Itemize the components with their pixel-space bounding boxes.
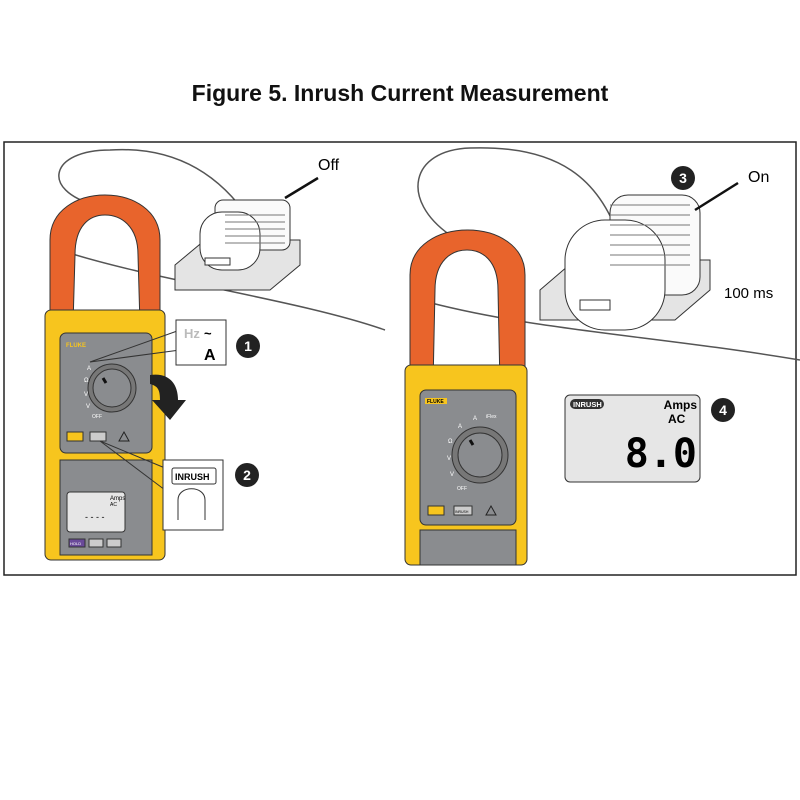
wire	[419, 299, 800, 361]
dial-label: V	[450, 472, 454, 478]
lcd-unit: Amps	[664, 398, 698, 412]
dial-label: V	[447, 456, 451, 462]
lcd-value: - - - -	[85, 512, 105, 522]
hold-label: HOLD	[70, 541, 81, 546]
callout-line	[99, 440, 166, 469]
lcd-mode: AC	[110, 502, 117, 508]
step-number: 1	[244, 338, 252, 354]
dial-label: OFF	[92, 414, 102, 420]
lcd-unit: Amps	[110, 496, 125, 502]
clamp-meter-right: FLUKE A A iFlex Ω V V OFF INRUSH	[404, 229, 528, 566]
callout-inrush-label: INRUSH	[175, 472, 210, 482]
dial-label: A	[458, 424, 462, 430]
left-panel: Off FLUKE A Ω V V OFF Amps AC - - - - HO…	[44, 148, 386, 561]
inrush-button[interactable]	[89, 431, 107, 442]
yellow-button[interactable]	[427, 505, 445, 516]
dial-label: A	[473, 416, 477, 422]
callout-amps: A	[204, 347, 216, 364]
wire-loop	[58, 148, 251, 221]
tilde-icon: ~	[204, 326, 212, 341]
step-badge-3	[671, 166, 695, 190]
inrush-badge-text: INRUSH	[573, 400, 602, 409]
arrow-icon	[694, 181, 739, 212]
right-panel: On 100 ms FLUKE A A iFlex Ω V V OFF INRU…	[404, 147, 800, 566]
inrush-button[interactable]	[453, 505, 473, 516]
hold-button[interactable]	[68, 538, 86, 548]
dial-label: V	[84, 392, 88, 398]
dial-callout	[175, 319, 227, 366]
dial-label: A	[87, 366, 91, 372]
dial-label: V	[86, 404, 90, 410]
lcd-value: 8.0	[625, 431, 697, 477]
figure-title: Figure 5. Inrush Current Measurement	[191, 80, 609, 106]
lcd-mode: AC	[668, 412, 686, 426]
step-number: 2	[243, 467, 251, 483]
brand-logo: FLUKE	[427, 399, 444, 405]
step-number: 4	[719, 402, 727, 418]
warning-icon	[118, 430, 130, 442]
callout-line	[99, 440, 166, 491]
motor-off: Off	[174, 157, 340, 291]
motor-state-off: Off	[318, 157, 340, 174]
meter-button[interactable]	[106, 538, 122, 548]
callout-line	[89, 349, 181, 363]
inrush-badge	[570, 399, 604, 409]
warning-icon	[485, 504, 497, 516]
lcd-display-right: INRUSH Amps AC 8.0	[564, 394, 701, 483]
wire-loop	[417, 147, 621, 241]
dial-label: Ω	[84, 378, 89, 384]
dial-label: iFlex	[486, 414, 497, 420]
figure-frame	[3, 141, 797, 576]
callout-hz: Hz	[184, 326, 200, 341]
dial-pointer	[468, 439, 475, 446]
duration-label: 100 ms	[724, 285, 773, 302]
motor-state-on: On	[748, 169, 769, 186]
rotate-arrow-icon	[150, 374, 186, 420]
finger-icon	[177, 488, 206, 520]
step-badge-4	[711, 398, 735, 422]
dial-pointer	[101, 377, 108, 384]
step-badge-1	[236, 334, 260, 358]
dial-label: OFF	[457, 486, 467, 492]
step-number: 3	[679, 170, 687, 186]
brand-logo: FLUKE	[66, 343, 86, 349]
motor-on: On 100 ms	[539, 169, 773, 331]
lcd-display	[66, 491, 126, 533]
callout-line	[89, 329, 181, 363]
clamp-meter-left: FLUKE A Ω V V OFF Amps AC - - - - HOLD	[44, 194, 166, 561]
dial-label: Ω	[448, 439, 453, 445]
meter-button[interactable]	[88, 538, 104, 548]
yellow-button[interactable]	[66, 431, 84, 442]
arrow-icon	[284, 176, 319, 200]
step-badge-2	[235, 463, 259, 487]
inrush-button-label: INRUSH	[455, 510, 469, 514]
